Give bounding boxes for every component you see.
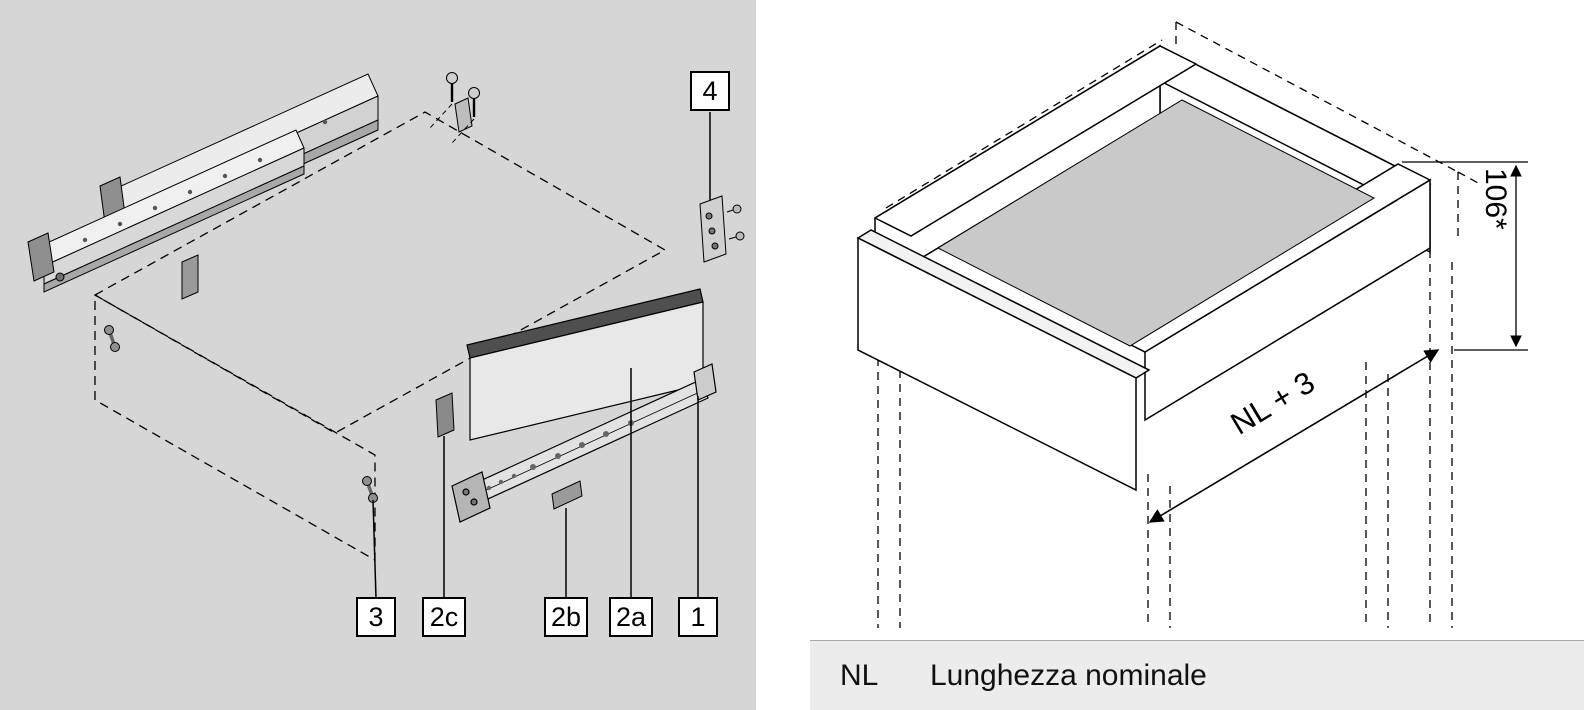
- leader-3: [372, 499, 377, 599]
- length-dimension-label: NL + 3: [1225, 365, 1321, 442]
- callout-2a-label: 2a: [615, 601, 647, 632]
- slide-mounting-tab: [181, 254, 199, 300]
- height-dimension: 106*: [1402, 161, 1528, 351]
- callout-2c: 2c: [422, 597, 466, 637]
- installed-view-drawing: 106* NL + 3: [856, 21, 1528, 628]
- rear-bracket-part4: [699, 195, 745, 263]
- drawer-box: [856, 44, 1432, 492]
- rail-holes: [486, 420, 634, 491]
- height-dimension-label: 106*: [1479, 168, 1512, 230]
- mounting-screws: [429, 72, 480, 144]
- locking-tab-part2b: [551, 480, 583, 510]
- installed-view-panel: 106* NL + 3 NL Lunghezza nominale: [810, 0, 1584, 710]
- callout-2b: 2b: [544, 597, 588, 637]
- adapter-part2c: [435, 392, 455, 438]
- drawer-front-panel: [856, 229, 1151, 492]
- legend-bar: NL Lunghezza nominale: [810, 640, 1584, 710]
- callout-2c-label: 2c: [429, 601, 459, 632]
- drawer-bottom: [936, 99, 1376, 347]
- exploded-view-drawing: [27, 72, 745, 599]
- drawer-slide-left: [27, 129, 305, 293]
- callout-1-label: 1: [690, 601, 706, 632]
- callout-1: 1: [678, 597, 718, 637]
- panel-fasteners-part3: [104, 325, 378, 503]
- exploded-view-panel: 4 3 2c 2b 2a 1: [0, 0, 756, 710]
- front-panel-part2a: [466, 288, 704, 441]
- slide-holes: [82, 157, 263, 243]
- callout-3-label: 3: [368, 601, 384, 632]
- drawer-rail-part1: [451, 363, 717, 523]
- callout-4: 4: [690, 71, 730, 111]
- callout-2a: 2a: [609, 597, 653, 637]
- legend-description: Lunghezza nominale: [930, 658, 1207, 692]
- callout-3: 3: [356, 597, 396, 637]
- callout-2b-label: 2b: [550, 601, 582, 632]
- callout-4-label: 4: [702, 75, 718, 106]
- legend-abbreviation: NL: [840, 658, 879, 692]
- back-panel-dashed-outline: [94, 293, 376, 562]
- leader-lines: [372, 112, 711, 599]
